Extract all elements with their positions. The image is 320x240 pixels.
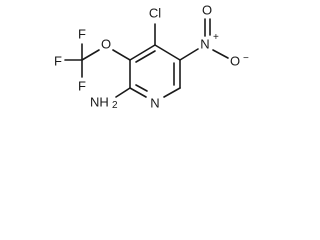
nitro-plus-charge: + [213,32,219,43]
fluorine-top-label: F [78,26,86,41]
amine-subscript: 2 [112,100,118,111]
fluorine-bottom-label: F [78,78,86,93]
bond-nitro-n-o-right [212,49,229,59]
chemical-structure: Cl N + O O − N NH 2 O F F F [54,2,249,111]
bond-c6-n1 [163,87,181,98]
bond-n1-c2-double [135,84,148,92]
nitro-oxygen-top-label: O [202,2,212,17]
pyridine-ring [129,44,181,98]
nitro-minus-charge: − [243,53,249,64]
bond-c2-nh2 [115,87,131,98]
nitro-oxygen-right-label: O [230,53,240,68]
bond-c3-c4-double [135,50,156,63]
bond-c5-nitro-n [179,48,199,61]
fluorine-left-label: F [54,53,62,68]
bond-n1-c2 [129,87,147,98]
bond-c3-o [112,49,131,61]
ether-oxygen-label: O [101,36,111,51]
bond-o-cf3 [81,49,100,61]
amine-label: NH [90,94,109,109]
nitro-nitrogen-label: N [200,36,209,51]
bond-c4-c5 [154,44,181,61]
ring-nitrogen-label: N [150,95,159,110]
chlorine-label: Cl [149,5,161,20]
bond-c3-c4 [129,44,156,61]
